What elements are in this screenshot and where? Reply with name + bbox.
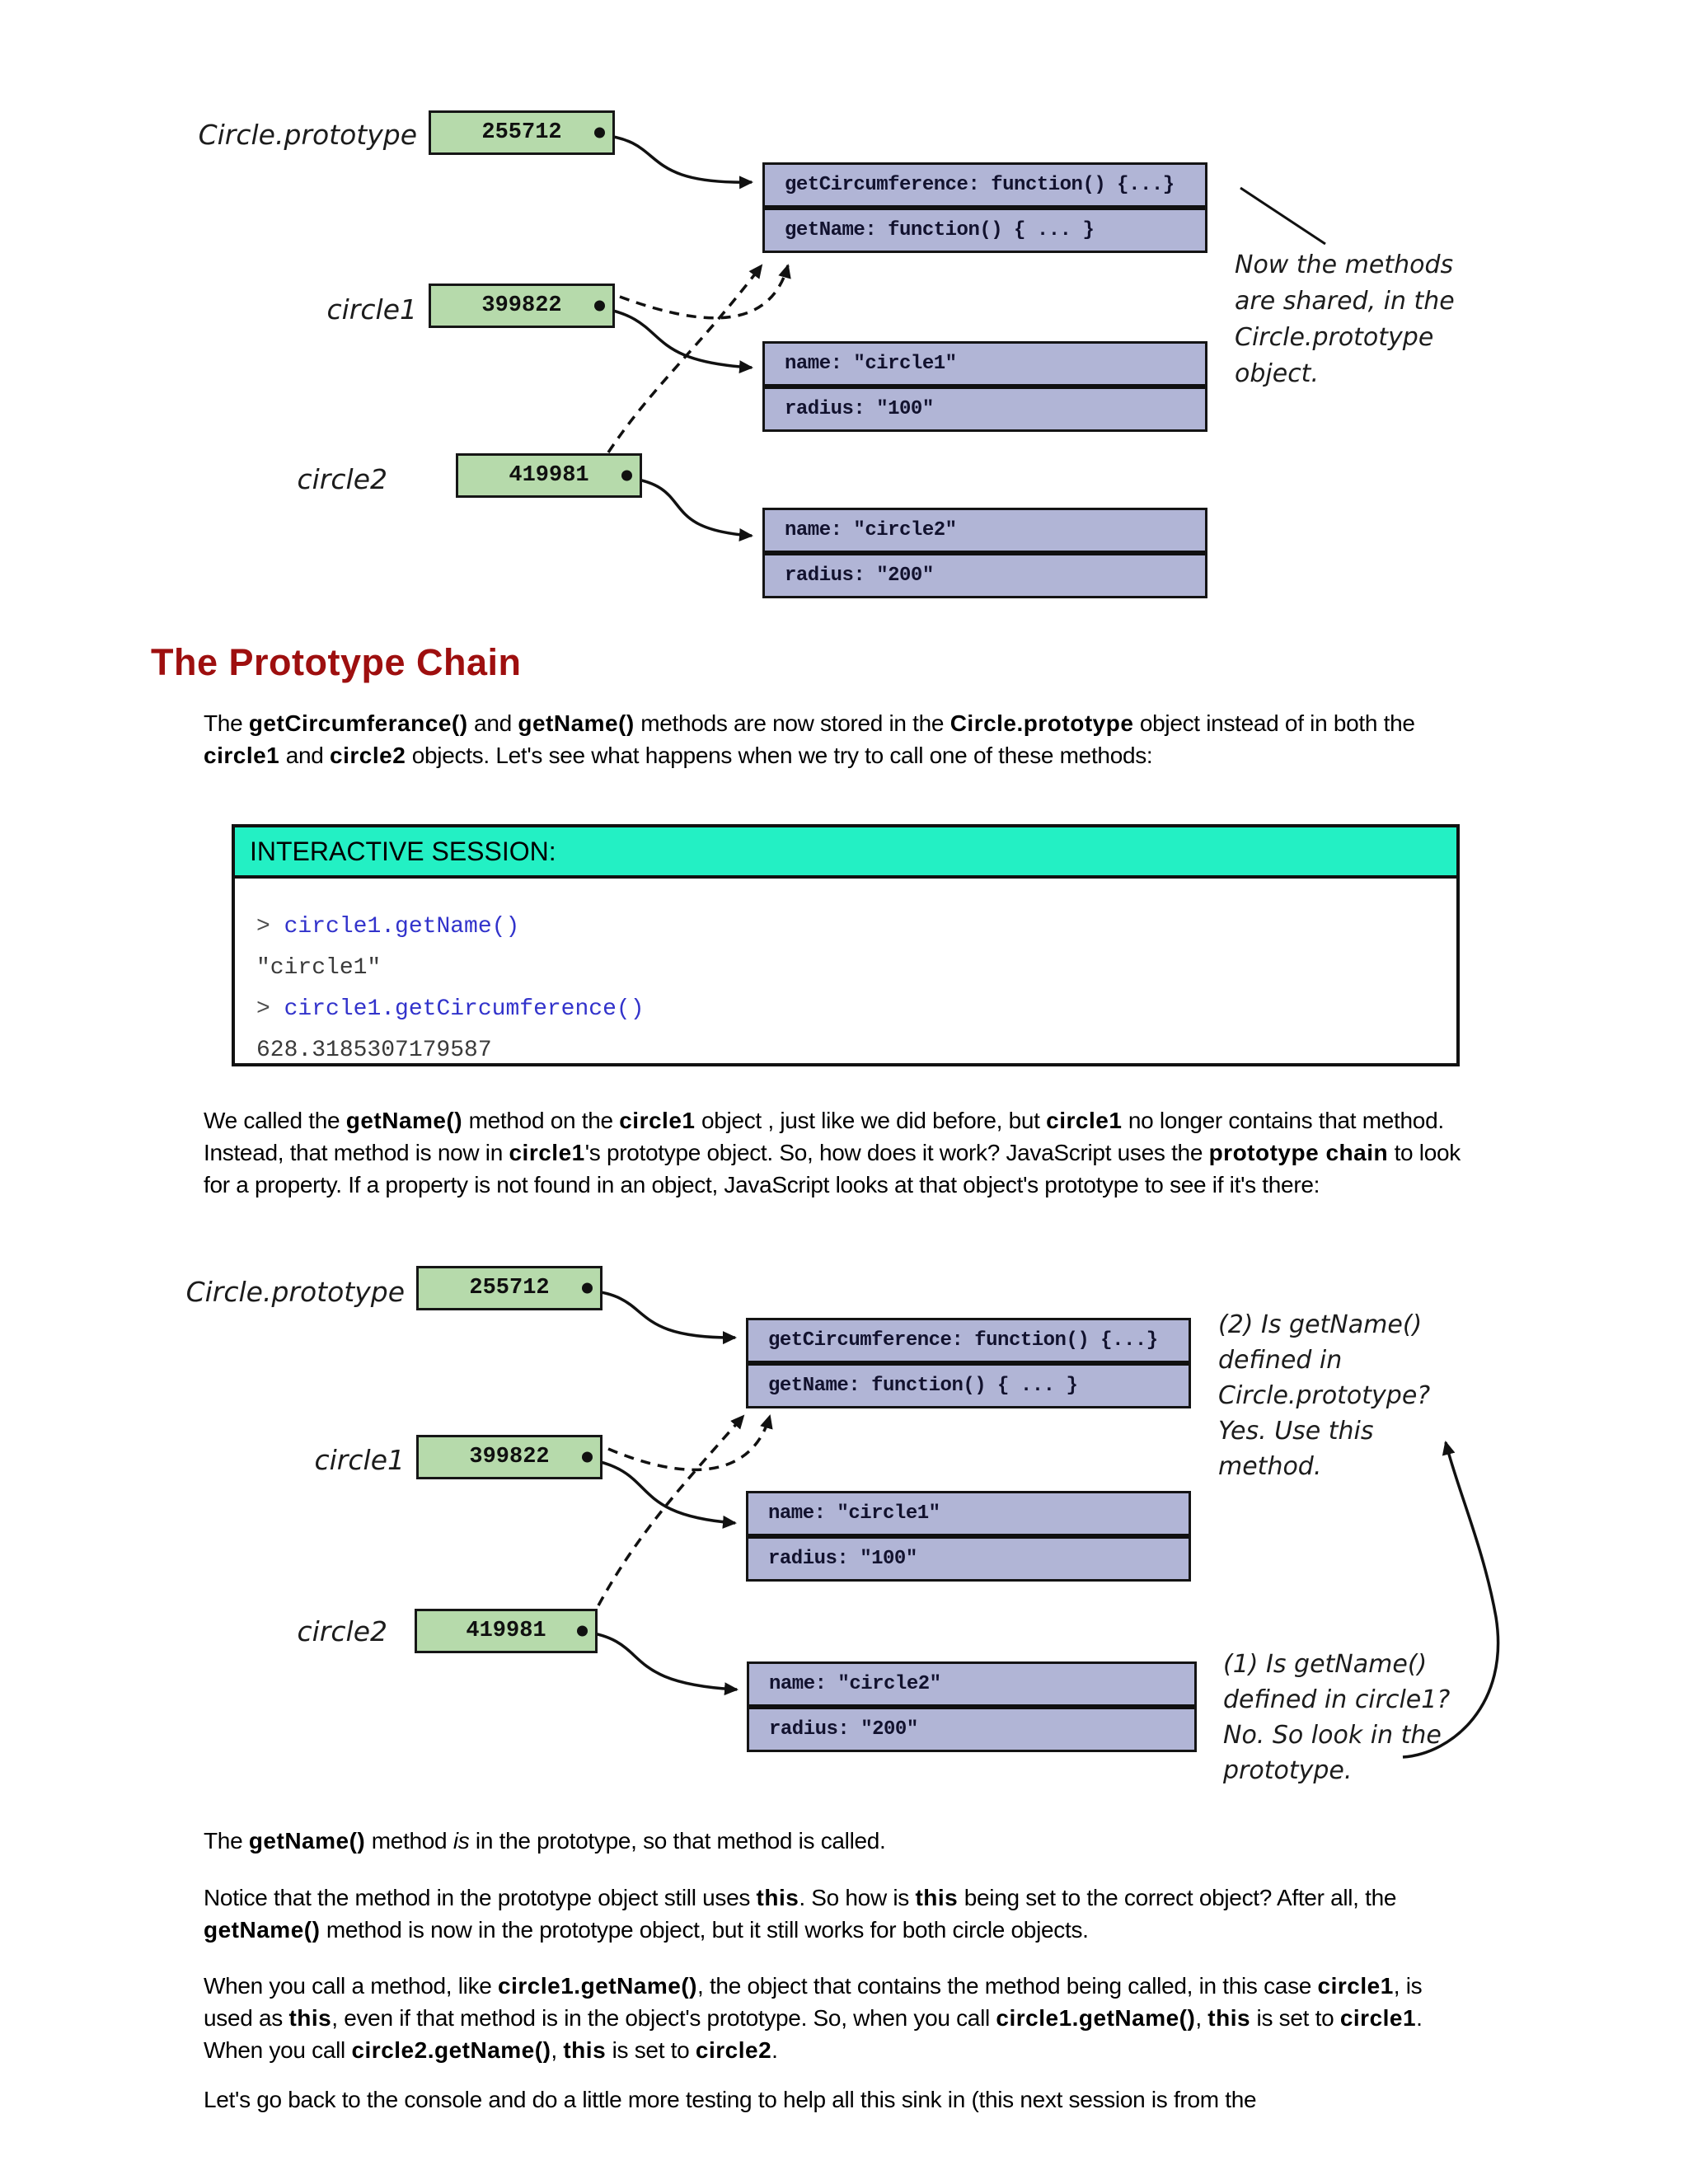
pointer-dot bbox=[582, 1451, 593, 1463]
dashed-arrow-circle2-to-prototype-2 bbox=[597, 1414, 745, 1606]
method-row: getCircumference: function() {...} bbox=[785, 174, 1175, 196]
console-output-line: 628.3185307179587 bbox=[256, 1038, 492, 1063]
diagram2-step2-note: (2) Is getName() defined in Circle.proto… bbox=[1218, 1310, 1431, 1481]
note-pointer-line bbox=[1240, 186, 1326, 246]
diagram1-circle1-ref-value: 399822 bbox=[481, 293, 562, 318]
pointer-dot bbox=[577, 1625, 588, 1637]
pointer-dot bbox=[594, 127, 605, 138]
method-row: getName: function() { ... } bbox=[765, 205, 1205, 251]
paragraph: When you call a method, like circle1.get… bbox=[204, 1973, 1423, 2063]
property-row: name: "circle1" bbox=[768, 1502, 940, 1525]
method-row: getName: function() { ... } bbox=[748, 1361, 1189, 1406]
diagram2-prototype-ref-box: 255712 bbox=[416, 1266, 603, 1310]
interactive-session-header: INTERACTIVE SESSION: bbox=[235, 827, 1456, 879]
pointer-dot bbox=[594, 300, 605, 312]
property-row: radius: "100" bbox=[765, 384, 1205, 429]
solid-arrow-circle2-to-object2-2 bbox=[584, 1630, 738, 1696]
diagram2-circle1-ref-box: 399822 bbox=[416, 1435, 603, 1479]
diagram1-prototype-ref-box: 255712 bbox=[429, 110, 615, 155]
property-row: radius: "100" bbox=[748, 1534, 1189, 1579]
page-title: The Prototype Chain bbox=[151, 641, 522, 683]
solid-arrow-prototype-to-methods bbox=[602, 134, 753, 190]
diagram2-circle1-ref-value: 399822 bbox=[469, 1445, 550, 1469]
paragraph: The getCircumferance() and getName() met… bbox=[204, 710, 1415, 768]
diagram1-prototype-label: Circle.prototype bbox=[198, 119, 417, 151]
diagram1-object2-box: name: "circle2" radius: "200" bbox=[762, 508, 1207, 598]
interactive-session-code: > circle1.getName() "circle1" > circle1.… bbox=[235, 879, 1456, 1071]
diagram2-object2-box: name: "circle2" radius: "200" bbox=[747, 1661, 1197, 1752]
property-row: radius: "200" bbox=[749, 1704, 1194, 1750]
paragraph: Notice that the method in the prototype … bbox=[204, 1885, 1397, 1943]
property-row: radius: "200" bbox=[765, 551, 1205, 596]
diagram1-circle1-label: circle1 bbox=[326, 293, 418, 326]
console-command-line: > circle1.getName() bbox=[256, 914, 520, 940]
property-row: name: "circle2" bbox=[769, 1673, 941, 1695]
console-command-line: > circle1.getCircumference() bbox=[256, 996, 645, 1022]
diagram2-prototype-label: Circle.prototype bbox=[185, 1276, 405, 1308]
diagram1-circle1-ref-box: 399822 bbox=[429, 284, 615, 328]
diagram2-circle2-ref-box: 419981 bbox=[415, 1609, 598, 1653]
property-row: name: "circle1" bbox=[785, 353, 957, 375]
solid-arrow-circle1-to-object1 bbox=[602, 307, 753, 374]
pointer-dot bbox=[582, 1282, 593, 1294]
diagram2-step1-note: (1) Is getName() defined in circle1? No.… bbox=[1223, 1650, 1451, 1785]
diagram2-circle2-label: circle2 bbox=[297, 1615, 388, 1647]
paragraph: Let's go back to the console and do a li… bbox=[204, 2087, 1257, 2112]
diagram1-circle2-label: circle2 bbox=[297, 463, 388, 495]
diagram1-circle2-ref-value: 419981 bbox=[509, 463, 589, 488]
dashed-arrow-circle2-to-prototype bbox=[607, 264, 763, 453]
diagram1-object1-box: name: "circle1" radius: "100" bbox=[762, 341, 1207, 432]
dashed-arrow-circle1-to-prototype bbox=[619, 264, 791, 320]
diagram2-methods-box: getCircumference: function() {...} getNa… bbox=[746, 1318, 1191, 1408]
pointer-dot bbox=[621, 470, 632, 481]
diagram2-circle1-label: circle1 bbox=[314, 1444, 406, 1476]
diagram2-prototype-ref-value: 255712 bbox=[469, 1276, 550, 1301]
diagram2-object1-box: name: "circle1" radius: "100" bbox=[746, 1491, 1191, 1582]
diagram1-shared-methods-note: Now the methods are shared, in the Circl… bbox=[1235, 251, 1455, 388]
diagram1-circle2-ref-box: 419981 bbox=[456, 453, 642, 498]
dashed-arrow-circle1-to-prototype-2 bbox=[607, 1414, 773, 1472]
paragraph: We called the getName() method on the ci… bbox=[204, 1108, 1461, 1197]
paragraph: The getName() method is in the prototype… bbox=[204, 1828, 886, 1854]
solid-arrow-circle2-to-object2 bbox=[629, 476, 753, 541]
property-row: name: "circle2" bbox=[785, 519, 957, 541]
diagram2-circle2-ref-value: 419981 bbox=[466, 1619, 546, 1643]
solid-arrow-prototype-to-methods-2 bbox=[589, 1289, 737, 1345]
diagram1-prototype-ref-value: 255712 bbox=[481, 120, 562, 145]
diagram1-methods-box: getCircumference: function() {...} getNa… bbox=[762, 162, 1207, 253]
solid-arrow-circle1-to-object1-2 bbox=[589, 1458, 737, 1529]
console-output-line: "circle1" bbox=[256, 955, 382, 981]
method-row: getCircumference: function() {...} bbox=[768, 1329, 1158, 1352]
interactive-session-box: INTERACTIVE SESSION: > circle1.getName()… bbox=[232, 824, 1460, 1066]
